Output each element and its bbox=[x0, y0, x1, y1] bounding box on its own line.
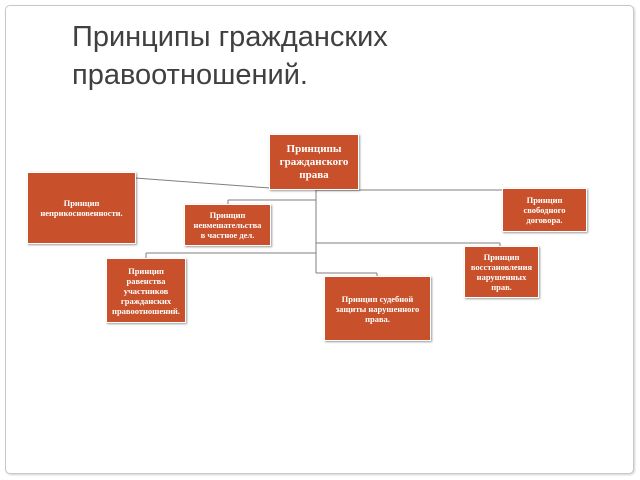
node-equality: Принцип равенства участников гражданских… bbox=[106, 258, 186, 323]
slide-title: Принципы гражданских правоотношений. bbox=[72, 21, 388, 91]
node-judicial-protection: Принцип судебной защиты нарушенного прав… bbox=[324, 276, 431, 341]
node-restoration: Принцип восстановления нарушенных прав. bbox=[464, 246, 539, 298]
node-inviolability: Принцип неприкосновенности. bbox=[27, 172, 136, 244]
node-freedom-of-contract: Принцип свободного договора. bbox=[502, 188, 587, 232]
connector-inviolability bbox=[134, 177, 271, 189]
diagram-root-node: Принципы гражданского права bbox=[269, 134, 359, 190]
node-non-interference: Принцип невмешательства в частное дел. bbox=[184, 204, 271, 246]
